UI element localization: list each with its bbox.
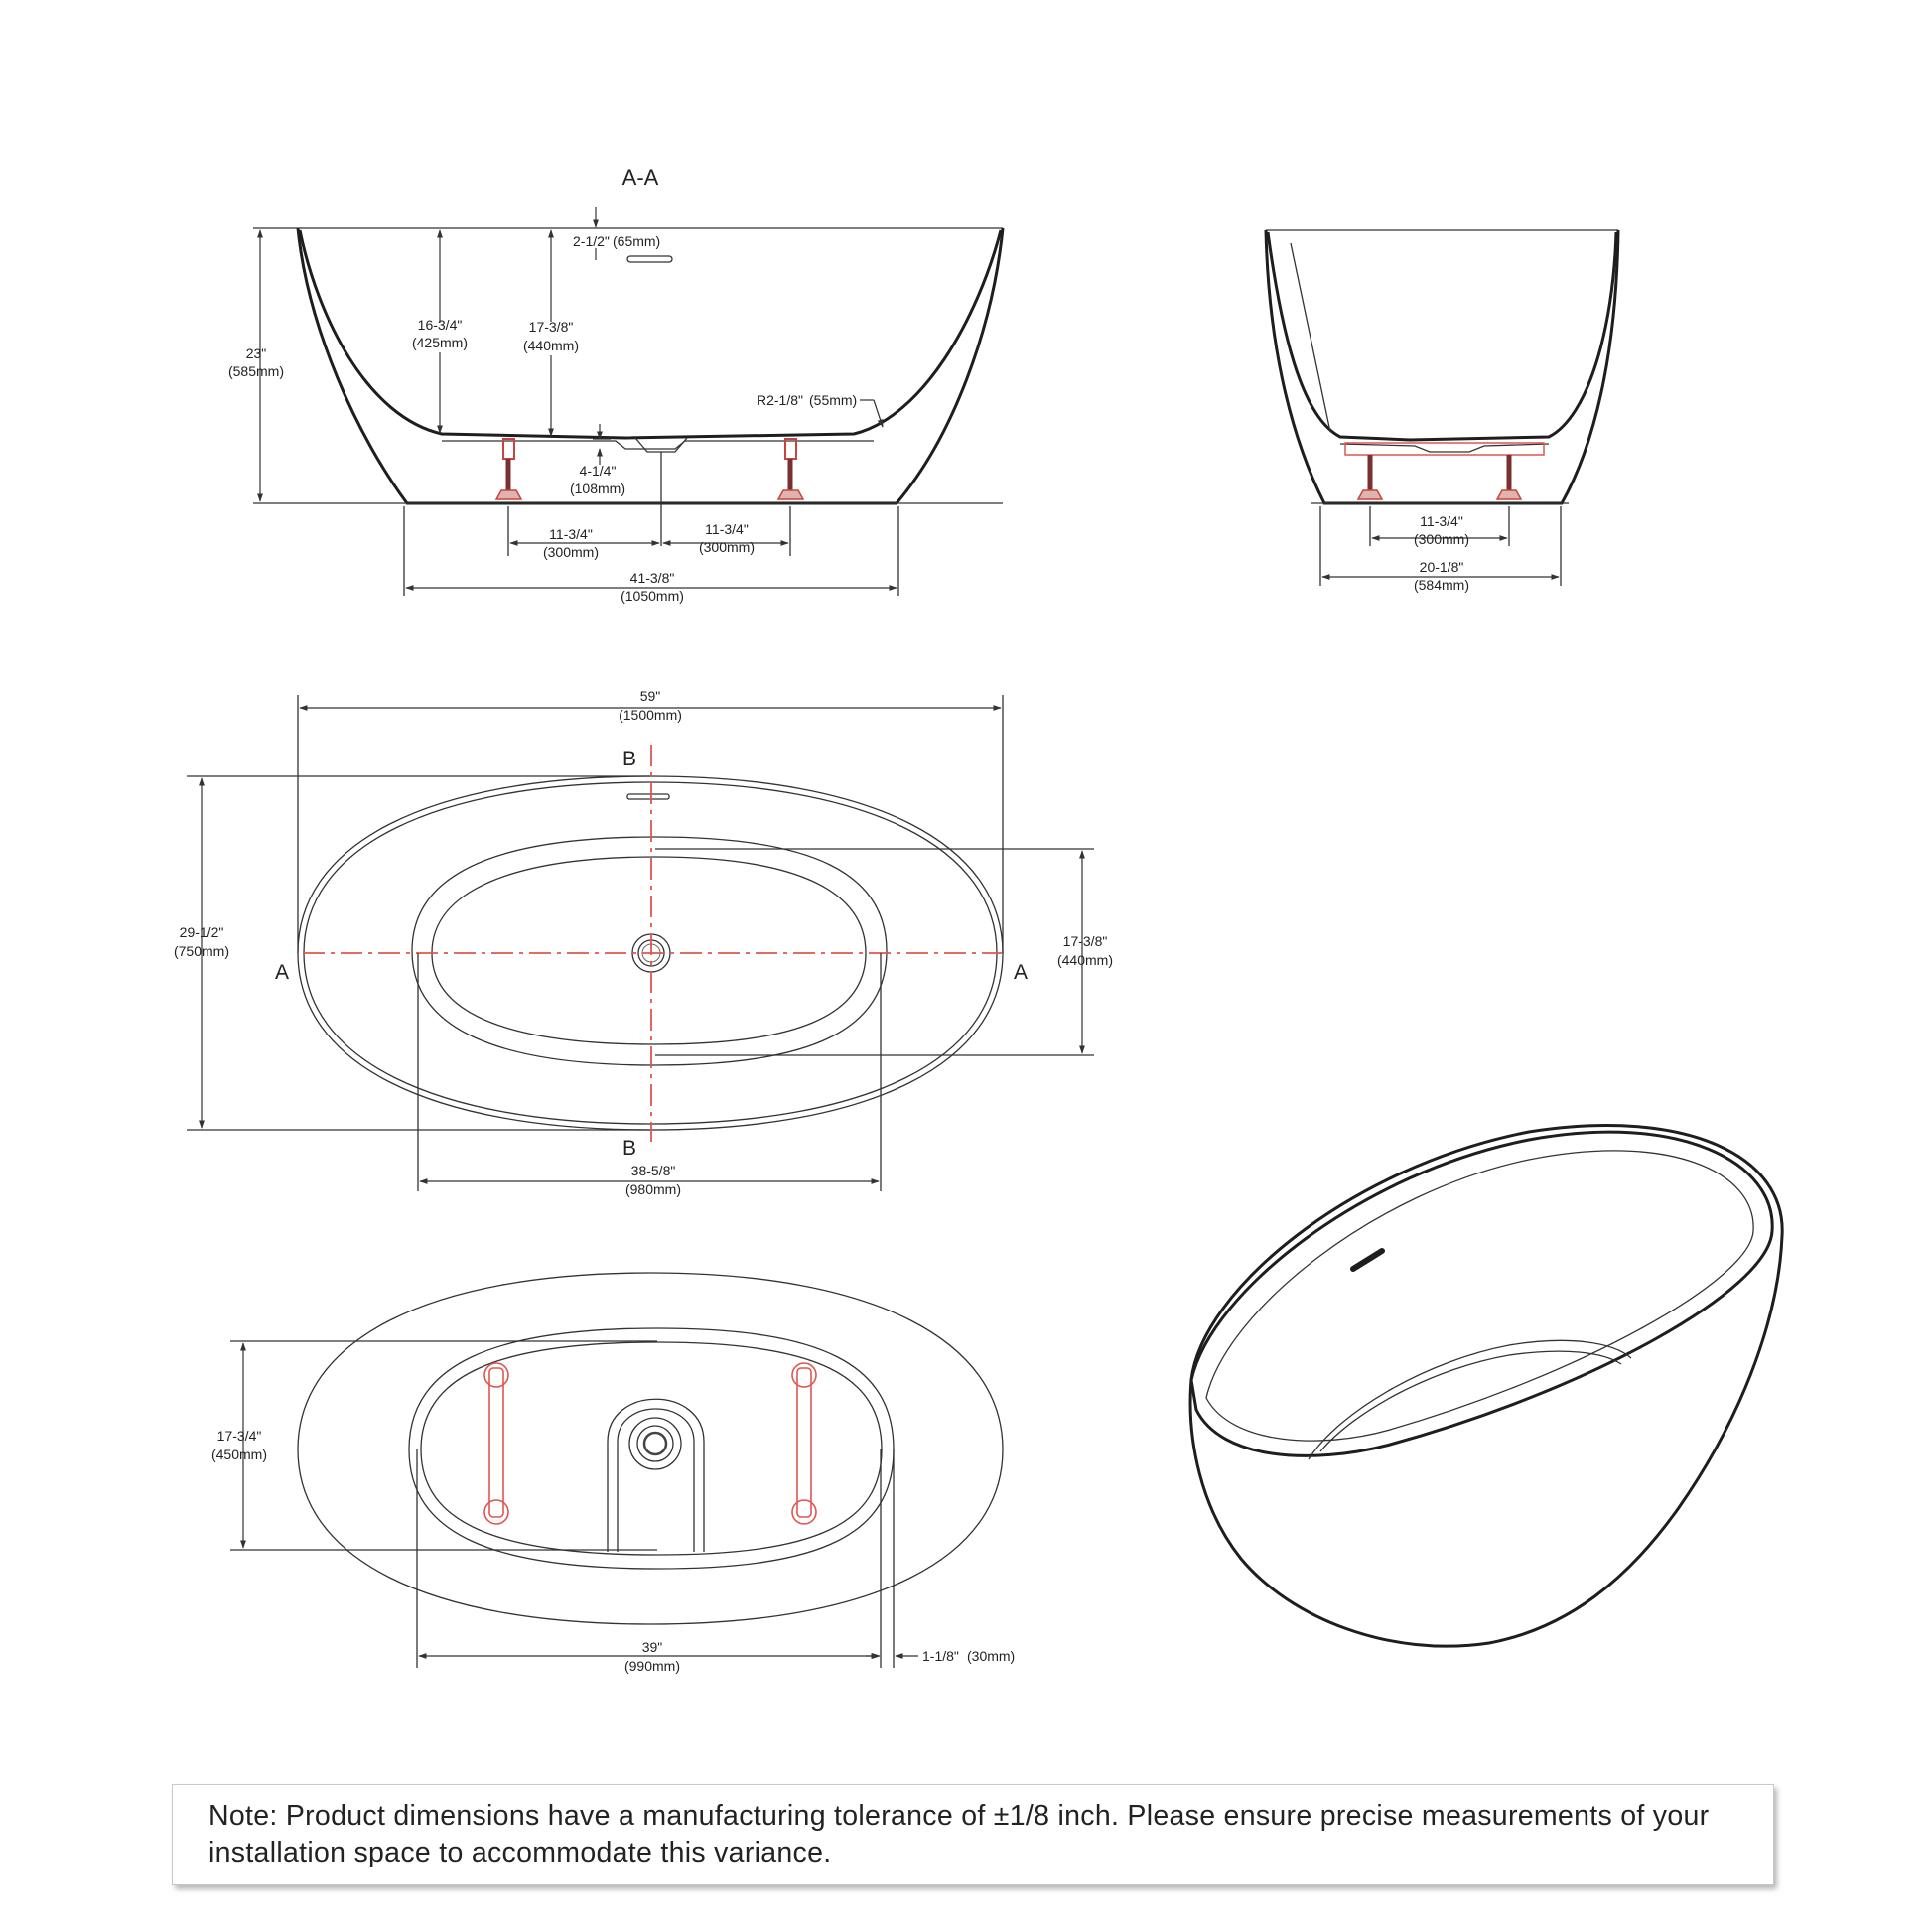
- side-outer-shell: [1264, 229, 1620, 505]
- drain-channel: [607, 1398, 705, 1552]
- dim-base-in: 41-3/8": [630, 570, 675, 586]
- top-basin-outer: [411, 836, 888, 1066]
- dim-drain-mm: (108mm): [570, 481, 625, 496]
- top-overflow-icon: [626, 793, 670, 800]
- top-basin-floor: [431, 856, 867, 1045]
- dim-width-in: 29-1/2": [180, 924, 224, 940]
- dim-bottom-length-in: 39": [642, 1639, 663, 1655]
- dim-leg-left-mm: (300mm): [543, 544, 599, 560]
- bottom-base-ring: [408, 1327, 895, 1570]
- tub-outer-shell: [296, 227, 1005, 505]
- dim-side-legs-mm: (300mm): [1414, 531, 1469, 547]
- dim-bottom-length-mm: (990mm): [624, 1658, 680, 1674]
- leg-rail-right: [791, 1362, 817, 1525]
- dim-leg-right-mm: (300mm): [699, 539, 755, 555]
- dim-inner-width-mm: (440mm): [1057, 952, 1113, 968]
- isometric-view: [1188, 1124, 1784, 1648]
- leveling-foot-left: [494, 438, 523, 500]
- dim-height-in: 23": [246, 345, 267, 361]
- dim-inner-depth-b-mm: (440mm): [523, 338, 579, 353]
- side-inner-basin: [1266, 231, 1618, 442]
- dim-height-mm: (585mm): [228, 363, 284, 379]
- section-title: A-A: [622, 165, 659, 190]
- leg-rail-left: [483, 1362, 509, 1525]
- front-section-view: A-A 23" (585mm): [228, 165, 1005, 604]
- dim-inner-depth-b-in: 17-3/8": [529, 319, 574, 335]
- dim-drain-in: 4-1/4": [580, 463, 617, 479]
- dim-edge-mm: (30mm): [967, 1648, 1015, 1664]
- side-foot-right: [1495, 455, 1523, 500]
- section-mark-b-top: B: [622, 748, 636, 770]
- section-mark-b-bottom: B: [622, 1137, 636, 1160]
- bottom-view: 17-3/4" (450mm) 39" (990mm) 1-1/8" (30mm…: [211, 1272, 1015, 1674]
- bottom-drain-icon: [628, 1417, 682, 1470]
- dim-bottom-width-mm: (450mm): [211, 1447, 267, 1462]
- overflow-icon: [626, 255, 673, 263]
- section-mark-a-left: A: [275, 961, 289, 984]
- dim-width-mm: (750mm): [174, 943, 229, 959]
- section-mark-a-right: A: [1014, 961, 1028, 984]
- iso-overflow-icon: [1350, 1248, 1385, 1272]
- top-view: A A B B 59" (1500mm) 29-1/2" (750mm) 17-…: [174, 688, 1113, 1197]
- dim-inner-length-in: 38-5/8": [631, 1163, 676, 1178]
- side-section-view: 11-3/4" (300mm) 20-1/8" (584mm): [1264, 229, 1620, 593]
- bottom-outer-rim: [297, 1272, 1004, 1625]
- dim-overflow-mm: (65mm): [613, 233, 660, 249]
- iso-outer-shell: [1188, 1124, 1784, 1648]
- dim-radius-mm: (55mm): [809, 392, 857, 408]
- dim-radius-in: R2-1/8": [757, 392, 803, 408]
- dim-side-base-in: 20-1/8": [1420, 559, 1464, 575]
- dim-side-base-mm: (584mm): [1414, 577, 1469, 593]
- iso-rim: [1189, 1130, 1774, 1457]
- dim-inner-depth-a-in: 16-3/4": [418, 317, 463, 333]
- dim-length-in: 59": [640, 688, 661, 704]
- dim-edge-in: 1-1/8": [922, 1648, 959, 1664]
- dim-base-mm: (1050mm): [621, 588, 684, 604]
- leveling-foot-right: [776, 438, 805, 500]
- dim-length-mm: (1500mm): [619, 707, 682, 723]
- dim-leg-left-in: 11-3/4": [549, 526, 593, 542]
- dim-inner-depth-a-mm: (425mm): [412, 335, 468, 350]
- side-foot-left: [1356, 455, 1384, 500]
- dim-overflow-in: 2-1/2": [573, 233, 610, 249]
- dim-inner-width-in: 17-3/8": [1063, 933, 1108, 949]
- note-text: Note: Product dimensions have a manufact…: [208, 1800, 1710, 1868]
- tolerance-note: Note: Product dimensions have a manufact…: [172, 1784, 1774, 1885]
- tub-inner-basin: [298, 229, 1003, 440]
- dim-leg-right-in: 11-3/4": [705, 521, 749, 537]
- dim-side-legs-in: 11-3/4": [1420, 513, 1463, 529]
- dim-inner-length-mm: (980mm): [625, 1181, 681, 1197]
- dim-bottom-width-in: 17-3/4": [217, 1428, 262, 1444]
